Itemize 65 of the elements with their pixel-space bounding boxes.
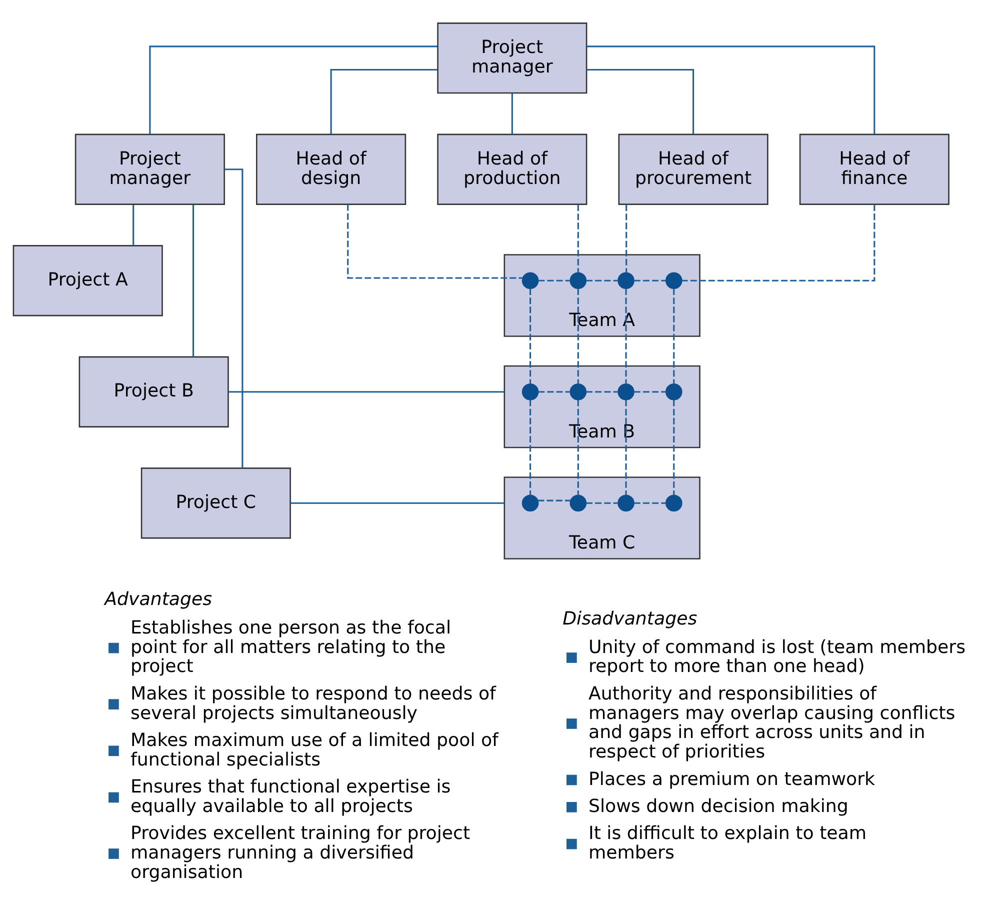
node-circle (570, 272, 587, 289)
node-box: Project manager (74, 133, 225, 204)
label: Establishes one person as the focal point for all matters relating to the project (130, 616, 452, 677)
connector (192, 204, 194, 356)
connector (586, 68, 694, 134)
connector (625, 288, 627, 384)
connector (538, 390, 570, 392)
node-box: Head of procurement (618, 133, 768, 204)
connector (290, 502, 504, 504)
connector (538, 499, 570, 501)
label: Advantages (104, 588, 212, 610)
connector (577, 204, 579, 272)
connector (673, 399, 675, 495)
node-circle (665, 272, 682, 289)
connector (586, 390, 618, 392)
node-box: Head of production (437, 133, 588, 204)
connector (330, 68, 438, 134)
node-circle (665, 494, 682, 512)
connector (626, 204, 628, 272)
node-box: Head of design (256, 133, 406, 204)
node-circle (522, 272, 539, 289)
connector (228, 390, 504, 392)
connector (634, 279, 666, 281)
label: Makes it possible to respond to needs of several projects simultaneously (130, 682, 496, 724)
connector (586, 279, 618, 281)
node-box: Head of finance (799, 133, 950, 204)
cluster: Team C (504, 476, 700, 559)
node-circle (570, 494, 587, 512)
connector (224, 168, 244, 468)
label: It is difficult to explain to team members (588, 822, 867, 864)
label: Authority and responsibilities of managers may overlap causing conflicts and gaps in effort across units and in respect of priorities (588, 682, 956, 762)
connector (577, 399, 579, 495)
node-circle (522, 494, 539, 512)
node-box: Project A (12, 244, 163, 316)
node-circle (618, 382, 634, 400)
connector (586, 502, 618, 504)
node-circle (570, 382, 587, 400)
node-box: Project manager (437, 22, 588, 94)
connector (673, 288, 675, 384)
node-box: Project C (140, 467, 291, 538)
connector (586, 45, 876, 134)
connector (634, 502, 666, 504)
node-circle (665, 382, 682, 400)
connector (577, 288, 579, 384)
label: Provides excellent training for project managers running a diversified organisation (130, 822, 470, 882)
connector (149, 45, 438, 134)
node-circle (618, 494, 634, 512)
label: Places a premium on teamwork (588, 768, 876, 790)
connector (625, 399, 627, 495)
node-box: Project B (78, 356, 229, 427)
connector (511, 92, 513, 134)
label: Makes maximum use of a limited pool of functional specialists (130, 729, 498, 770)
connector (530, 288, 532, 384)
connector (634, 390, 666, 392)
connector (347, 204, 523, 278)
connector (530, 399, 532, 495)
node-circle (522, 382, 539, 400)
label: Ensures that functional expertise is equally available to all projects (130, 776, 451, 816)
connector (132, 204, 134, 246)
label: Disadvantages (562, 608, 698, 629)
label: Slows down decision making (588, 795, 848, 816)
node-circle (618, 272, 634, 289)
label: Unity of command is lost (team members report to more than one head) (588, 636, 966, 677)
connector (682, 204, 876, 281)
connector (538, 279, 570, 281)
